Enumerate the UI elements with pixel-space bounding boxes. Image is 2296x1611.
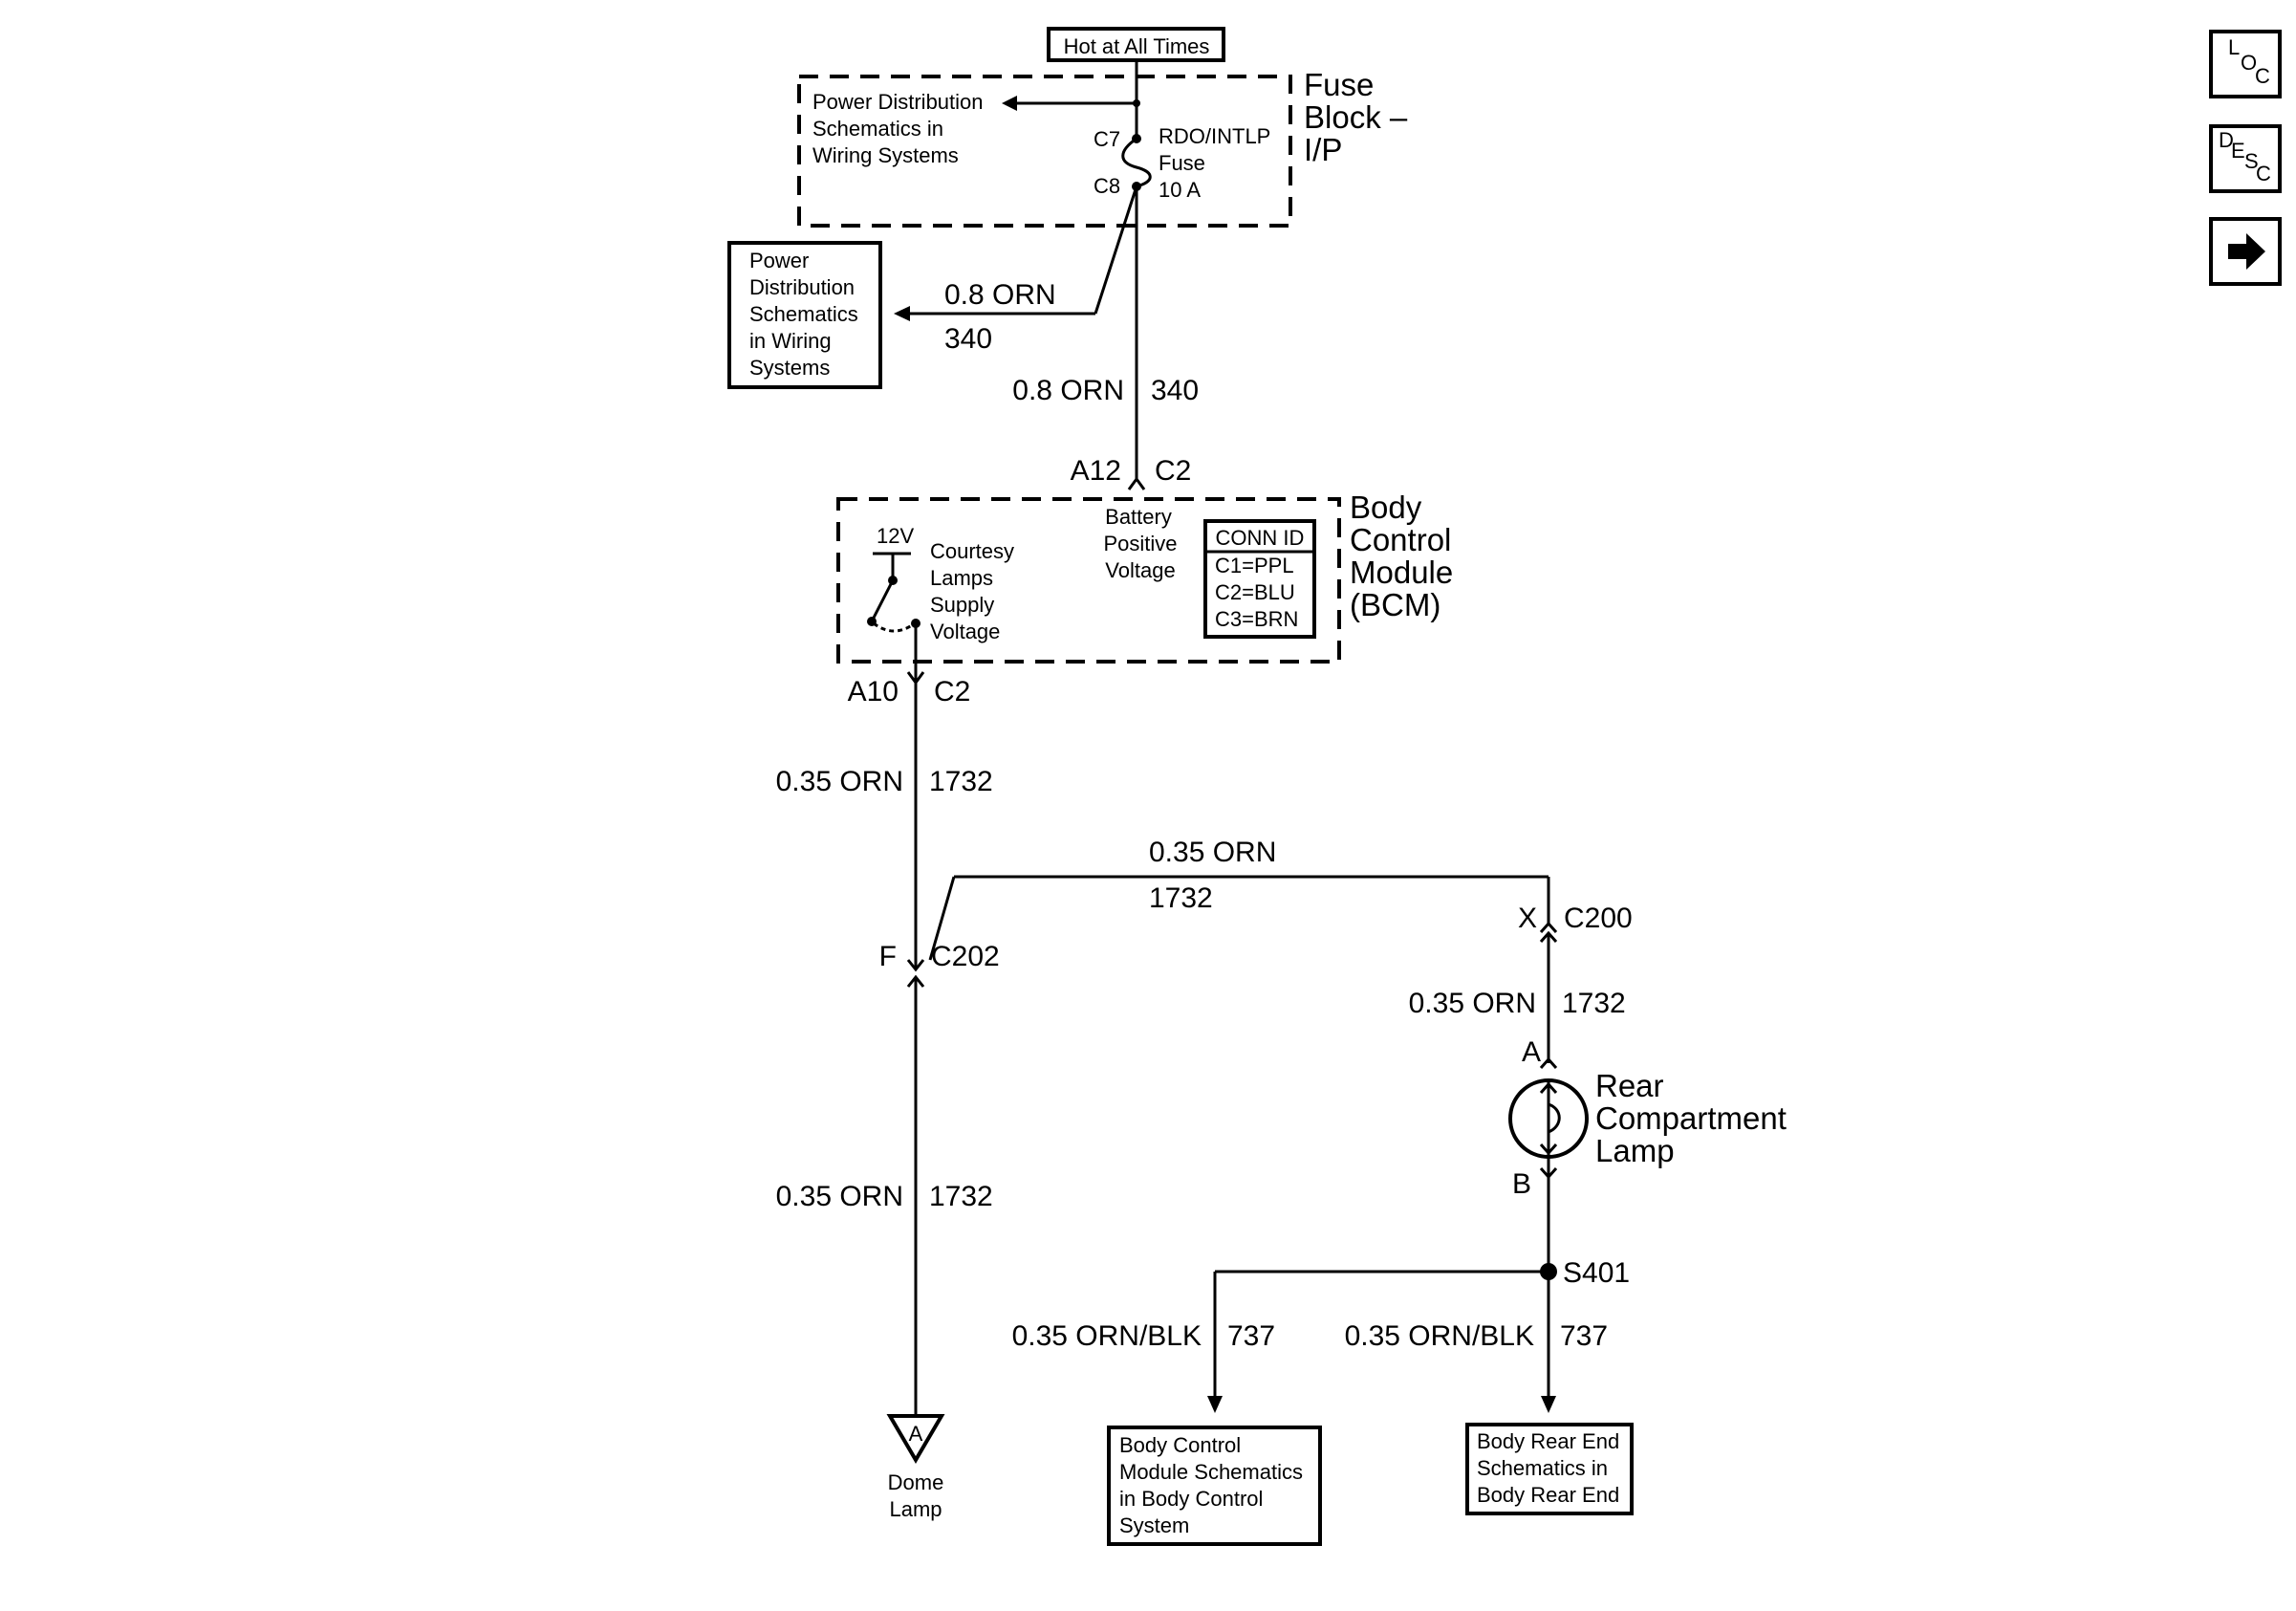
fuse-rating: 10 A (1159, 178, 1201, 202)
lamp-pin-a: A (1522, 1036, 1541, 1068)
conn-id-table: CONN ID C1=PPL C2=BLU C3=BRN (1203, 519, 1316, 639)
loc-letter-o: O (2241, 51, 2257, 75)
courtesy-switch: 12V (867, 524, 921, 662)
rear-lamp-label-2: Compartment (1595, 1100, 1787, 1136)
bcm-outline (836, 497, 1341, 664)
c200-pin: X (1518, 903, 1537, 934)
fuse-symbol (1121, 137, 1152, 188)
desc-letter-c: C (2256, 162, 2271, 185)
loc-letter-c: C (2255, 64, 2270, 88)
fuse-pin-c7: C7 (1094, 127, 1120, 151)
rear-ref-line1: Body Rear End (1477, 1429, 1619, 1453)
conn-id-header: CONN ID (1216, 526, 1305, 550)
bcm-courtesy-label-2: Lamps (930, 566, 993, 590)
next-page-button[interactable] (2209, 217, 2282, 286)
rear-lamp-label-3: Lamp (1595, 1133, 1675, 1168)
splice-label: S401 (1563, 1257, 1630, 1289)
bcm-ref-line1: Body Control (1119, 1433, 1241, 1457)
wire-340-main-circuit: 340 (1151, 375, 1199, 406)
wire-1732-bcm-circuit: 1732 (929, 766, 993, 797)
wire-340-branch-gauge: 0.8 ORN (944, 279, 1056, 311)
lamp-pin-b: B (1512, 1168, 1531, 1200)
desc-letter-d: D (2219, 128, 2234, 152)
desc-letter-e: E (2231, 139, 2245, 163)
dome-lamp-label-2: Lamp (889, 1497, 942, 1521)
bcm-title-4: (BCM) (1350, 587, 1440, 622)
wire-737-right-circuit: 737 (1560, 1320, 1608, 1352)
bcm-schematics-ref[interactable]: Body Control Module Schematics in Body C… (1107, 1426, 1322, 1546)
fuse-word: Fuse (1159, 151, 1205, 175)
rear-ref-line2: Schematics in (1477, 1456, 1608, 1480)
bcm-batt-label-3: Voltage (1105, 558, 1175, 582)
rear-lamp-label: Rear (1595, 1068, 1664, 1103)
pd-box-line1: Power (749, 249, 809, 272)
hot-at-all-times-label: Hot at All Times (1064, 34, 1210, 58)
bcm-courtesy-label: Courtesy (930, 539, 1014, 563)
pd-box-line4: in Wiring (749, 329, 832, 353)
right-arrow-icon (2228, 233, 2265, 270)
rear-compartment-lamp-icon (1508, 1078, 1589, 1159)
fuse-name: RDO/INTLP (1159, 124, 1270, 148)
wire-1732-dome-circuit: 1732 (929, 1181, 993, 1212)
conn-id-row: C3=BRN (1215, 607, 1298, 631)
hot-at-all-times-box (1047, 27, 1225, 62)
fuse-pin-c8: C8 (1094, 174, 1120, 198)
fuse-block-title: Fuse (1304, 67, 1374, 102)
bcm-courtesy-label-3: Supply (930, 593, 994, 617)
pd-ref-inside: Power Distribution (812, 90, 984, 114)
loc-letter-l: L (2228, 35, 2240, 59)
dome-lamp-ref[interactable]: A Dome Lamp (886, 1414, 945, 1521)
wire-1732-lamp-circuit: 1732 (1562, 988, 1626, 1019)
wire-1732-top-gauge: 0.35 ORN (1149, 837, 1276, 868)
bcm-title-3: Module (1350, 555, 1453, 590)
bcm-ref-line2: Module Schematics (1119, 1460, 1303, 1484)
bcm-title: Body (1350, 490, 1422, 525)
wire-1732-dome-gauge: 0.35 ORN (776, 1181, 903, 1212)
pd-ref-inside-3: Wiring Systems (812, 143, 959, 167)
pd-box-line2: Distribution (749, 275, 855, 299)
bcm-title-2: Control (1350, 522, 1451, 557)
bcm-out-pin: A10 (848, 676, 899, 708)
desc-letter-s: S (2244, 149, 2259, 173)
pd-box-line3: Schematics (749, 302, 858, 326)
bcm-batt-label: Battery (1105, 505, 1172, 529)
dome-lamp-label: Dome (888, 1470, 944, 1494)
c202-name: C202 (931, 941, 1000, 972)
fuse-block-title-2: Block – (1304, 99, 1408, 135)
c200-name: C200 (1564, 903, 1633, 934)
pd-box-line5: Systems (749, 356, 830, 380)
bcm-batt-label-2: Positive (1103, 532, 1177, 555)
bcm-out-conn: C2 (934, 676, 970, 708)
wire-1732-top-circuit: 1732 (1149, 882, 1213, 914)
c202-pin: F (879, 941, 897, 972)
rear-ref-line3: Body Rear End (1477, 1483, 1619, 1507)
wire-737-right-gauge: 0.35 ORN/BLK (1345, 1320, 1534, 1352)
fuse-block-outline (797, 75, 1292, 228)
conn-id-row: C2=BLU (1215, 580, 1295, 604)
fuse-block-title-3: I/P (1304, 132, 1342, 167)
wire-737-left-circuit: 737 (1227, 1320, 1275, 1352)
wire-737-left-gauge: 0.35 ORN/BLK (1012, 1320, 1202, 1352)
bcm-12v-label: 12V (877, 524, 914, 548)
bcm-in-pin: A12 (1071, 455, 1121, 487)
bcm-ref-line4: System (1119, 1513, 1189, 1537)
wire-1732-bcm-gauge: 0.35 ORN (776, 766, 903, 797)
conn-id-row: C1=PPL (1215, 554, 1294, 577)
bcm-courtesy-label-4: Voltage (930, 620, 1000, 643)
dome-marker: A (909, 1422, 923, 1446)
wire-340-main-gauge: 0.8 ORN (1012, 375, 1124, 406)
wire-1732-lamp-gauge: 0.35 ORN (1409, 988, 1536, 1019)
bcm-in-conn: C2 (1155, 455, 1191, 487)
bcm-ref-line3: in Body Control (1119, 1487, 1263, 1511)
desc-button[interactable]: D E S C (2209, 124, 2282, 193)
wire-340-branch-circuit: 340 (944, 323, 992, 355)
loc-button[interactable]: L O C (2209, 30, 2282, 98)
power-distribution-ref-box (727, 241, 882, 389)
rear-end-schematics-ref[interactable]: Body Rear End Schematics in Body Rear En… (1465, 1423, 1634, 1515)
pd-ref-inside-2: Schematics in (812, 117, 943, 141)
